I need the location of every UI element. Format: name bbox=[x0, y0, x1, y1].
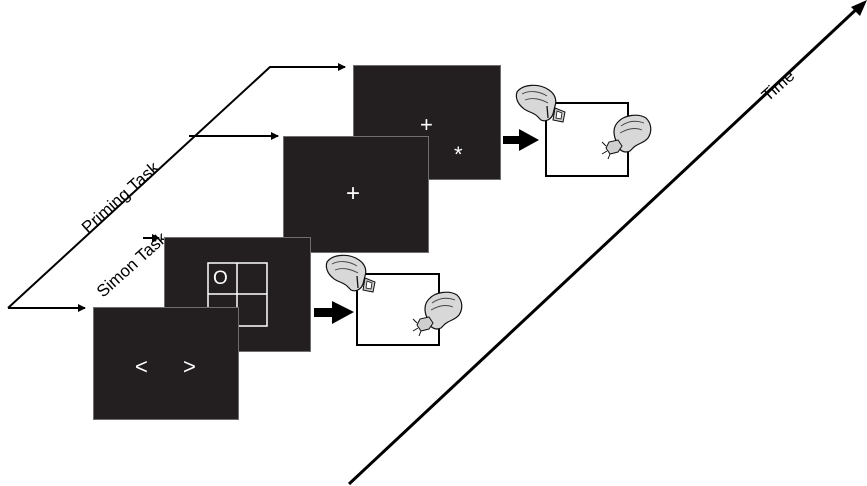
priming-response-panel bbox=[545, 102, 629, 177]
arrows-screen: < > bbox=[93, 307, 239, 420]
fixation-cross: + bbox=[346, 182, 360, 206]
simon-response-panel bbox=[356, 273, 440, 346]
right-arrow-symbol: > bbox=[183, 356, 196, 378]
left-arrow-symbol: < bbox=[135, 356, 148, 378]
fixation-screen: + bbox=[283, 136, 429, 253]
prime-fixation-cross: + bbox=[420, 114, 433, 136]
simon-target-letter: O bbox=[213, 269, 228, 288]
prime-asterisk: * bbox=[454, 144, 463, 166]
